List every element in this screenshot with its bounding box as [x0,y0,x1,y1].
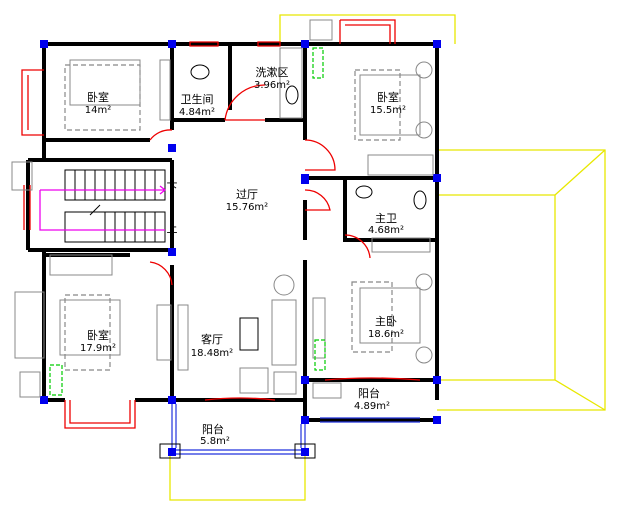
room-area: 17.9m² [80,343,116,354]
room-name: 主卫 [375,212,397,225]
furniture [11,19,434,399]
bed-sw [64,294,111,371]
roof-outlines [169,14,606,501]
coffee-table [239,317,259,351]
room-name: 过厅 [236,188,258,201]
master-toilet [413,190,427,210]
room-name: 主卧 [375,315,397,328]
stair-down-label: 下 [167,181,178,194]
room-area: 18.6m² [368,329,404,340]
master-sink [355,185,373,199]
room-name: 阳台 [358,386,380,400]
ac-unit [312,47,324,79]
wardrobe-ne [367,154,434,176]
columns [40,40,441,456]
room-area: 3.96m² [254,80,290,91]
room-area: 18.48m² [191,348,233,359]
room-area: 4.84m² [179,107,215,118]
room-area: 14m² [85,105,111,116]
room-name: 卧室 [87,90,109,104]
tv-cabinet [156,304,172,361]
room-name: 卫生间 [181,92,214,106]
room-area: 5.8m² [200,436,230,447]
wardrobe-sw [49,254,113,276]
sink-icon [285,85,299,105]
room-area: 15.76m² [226,202,268,213]
staircase[interactable]: 下 上 [39,169,178,243]
room-area: 15.5m² [370,105,406,116]
bed-ne [354,69,401,141]
stair-up-label: 上 [167,222,178,235]
wardrobe-nw [159,59,171,121]
windows [21,19,421,429]
room-name: 卧室 [87,328,109,342]
room-labels: 卧室 14m² 卫生间 4.84m² 洗漱区 3.96m² 卧室 15.5m² … [80,66,406,447]
shower [279,47,303,119]
room-area: 4.68m² [368,225,404,236]
room-name: 客厅 [201,332,223,346]
bed-master [351,281,393,353]
room-area: 4.89m² [354,401,390,412]
room-name: 洗漱区 [256,66,289,79]
room-name: 阳台 [202,422,224,436]
balcony-glass [159,404,420,459]
room-name: 卧室 [377,90,399,104]
ac-unit-sw [49,364,63,396]
sofa [271,299,297,366]
toilet-icon [190,64,210,80]
